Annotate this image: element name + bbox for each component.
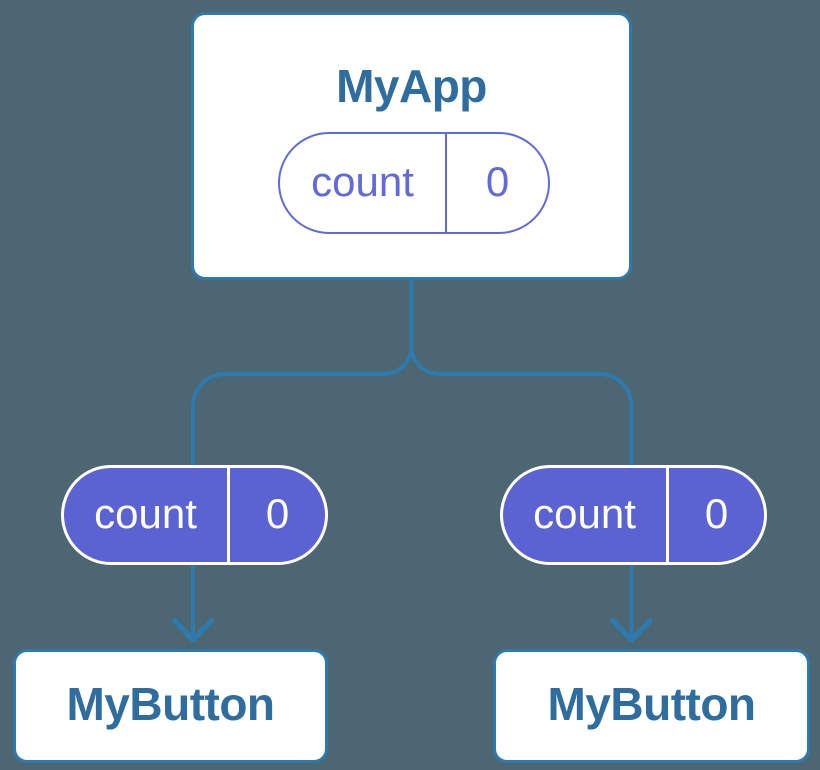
state-value: 0 <box>485 157 510 205</box>
root-state-pill: count 0 <box>278 132 550 234</box>
child-state-pill-left: count 0 <box>61 465 328 565</box>
child-component-card-left: MyButton <box>13 649 328 763</box>
child-component-title: MyButton <box>66 678 275 730</box>
arrow-down-icon-right <box>610 617 653 643</box>
state-label: count <box>503 468 669 562</box>
child-state-pill-right: count 0 <box>500 465 767 565</box>
child-component-title: MyButton <box>547 678 756 730</box>
connector-left-branch <box>191 277 414 639</box>
root-component-card: MyApp count 0 <box>191 12 632 280</box>
state-label: count <box>280 134 447 232</box>
state-value: 0 <box>265 489 290 537</box>
child-component-card-right: MyButton <box>493 649 810 763</box>
state-value: 0 <box>704 489 729 537</box>
arrow-down-icon-left <box>171 617 215 643</box>
state-label: count <box>64 468 230 562</box>
connector-right-branch <box>409 277 634 639</box>
root-component-title: MyApp <box>336 60 487 112</box>
